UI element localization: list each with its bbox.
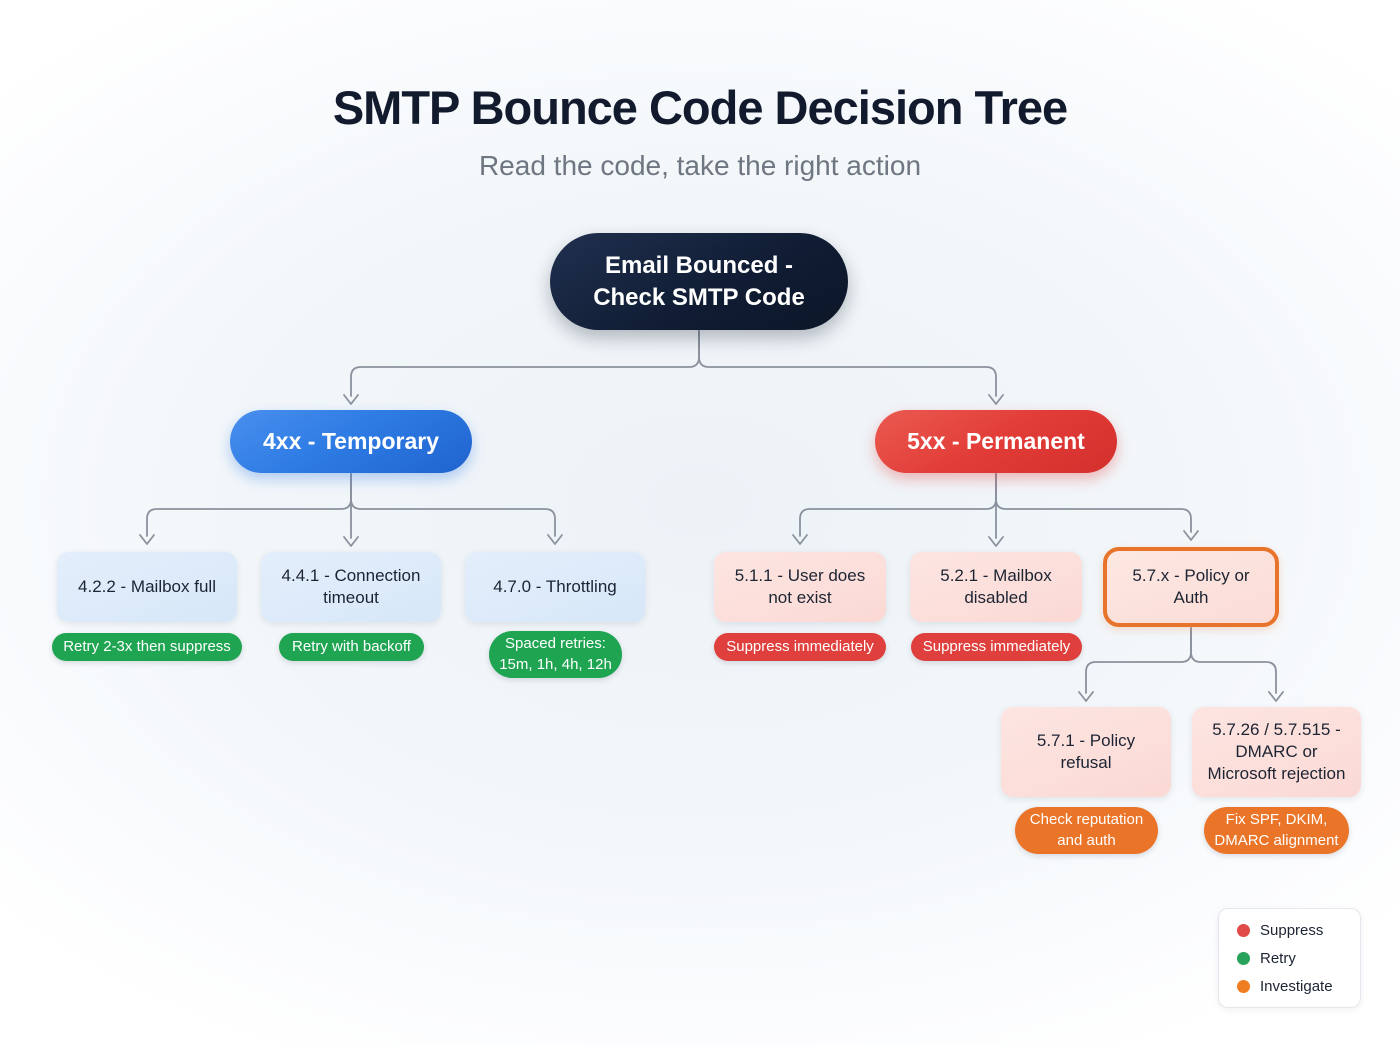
legend: Suppress Retry Investigate <box>1218 908 1361 1008</box>
investigate-dot-icon <box>1237 979 1250 993</box>
node-5xx-permanent: 5xx - Permanent <box>875 410 1117 473</box>
node-code-5726: 5.7.26 / 5.7.515 - DMARC or Microsoft re… <box>1192 707 1361 797</box>
page-subtitle: Read the code, take the right action <box>478 150 922 181</box>
node-code-571: 5.7.1 - Policy refusal <box>1001 707 1171 797</box>
node-code-521: 5.2.1 - Mailbox disabled <box>910 552 1082 622</box>
action-retry-with-backoff: Retry with backoff <box>279 633 424 661</box>
legend-item-retry: Retry <box>1237 950 1342 967</box>
action-suppress-511: Suppress immediately <box>714 633 886 661</box>
legend-label: Suppress <box>1260 921 1324 939</box>
legend-label: Investigate <box>1260 977 1333 995</box>
suppress-dot-icon <box>1237 923 1250 937</box>
action-spaced-retries: Spaced retries: 15m, 1h, 4h, 12h <box>489 631 622 678</box>
legend-item-suppress: Suppress <box>1237 922 1342 939</box>
node-code-422: 4.2.2 - Mailbox full <box>57 552 237 622</box>
action-suppress-521: Suppress immediately <box>911 633 1082 661</box>
action-fix-spf-dkim: Fix SPF, DKIM, DMARC alignment <box>1204 807 1349 854</box>
legend-item-investigate: Investigate <box>1237 978 1342 995</box>
node-code-470: 4.7.0 - Throttling <box>465 552 645 622</box>
page-title: SMTP Bounce Code Decision Tree <box>332 81 1068 134</box>
node-code-441: 4.4.1 - Connection timeout <box>261 552 441 622</box>
legend-label: Retry <box>1260 949 1296 967</box>
retry-dot-icon <box>1237 951 1250 965</box>
action-retry-then-suppress: Retry 2-3x then suppress <box>52 633 242 661</box>
node-4xx-temporary: 4xx - Temporary <box>230 410 472 473</box>
node-email-bounced: Email Bounced - Check SMTP Code <box>550 233 848 330</box>
node-code-511: 5.1.1 - User does not exist <box>714 552 886 622</box>
action-check-reputation: Check reputation and auth <box>1015 807 1158 854</box>
node-code-57x: 5.7.x - Policy or Auth <box>1103 547 1279 627</box>
